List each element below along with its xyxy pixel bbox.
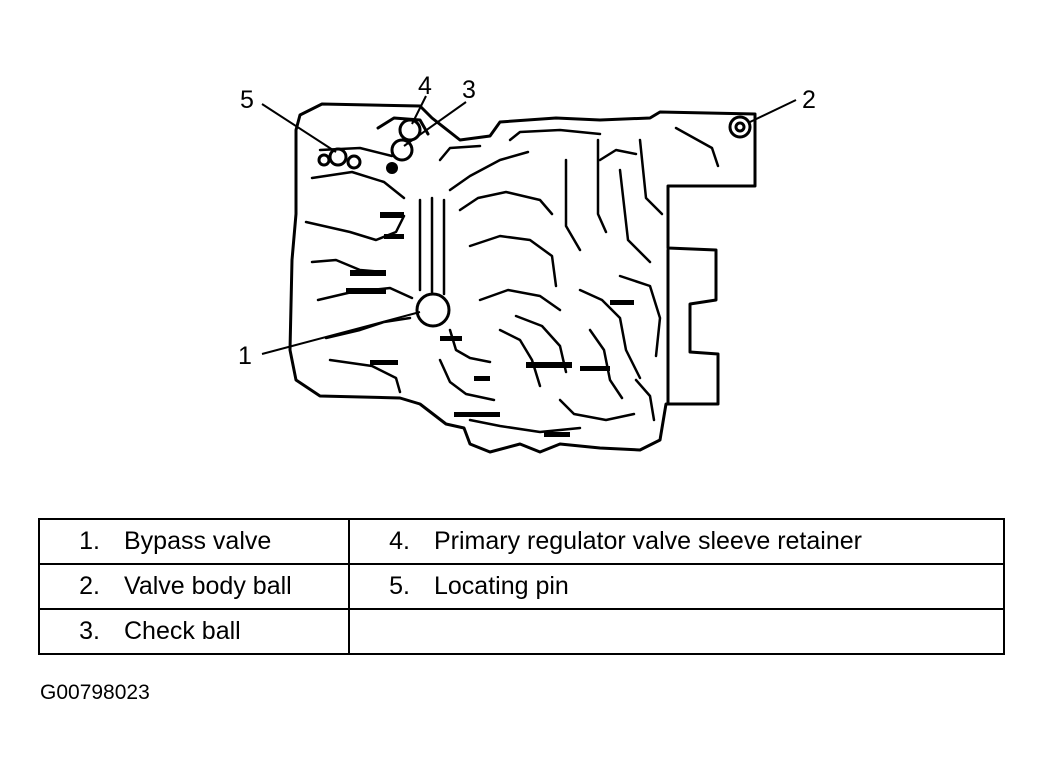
leader-line-4: [411, 95, 427, 125]
primary-regulator-valve-sleeve-retainer: [376, 116, 430, 136]
legend-row: 3. Check ball: [38, 608, 1005, 655]
legend-cell: 2. Valve body ball: [38, 563, 350, 610]
callout-1: 1: [238, 342, 252, 370]
legend-cell: 3. Check ball: [38, 608, 350, 655]
legend-number: 2.: [79, 572, 100, 600]
legend-text: Valve body ball: [124, 572, 292, 600]
legend-text: Locating pin: [434, 572, 569, 600]
figure-id: G00798023: [40, 681, 150, 704]
callout-4: 4: [418, 72, 432, 100]
leader-line-5: [261, 103, 337, 153]
callout-2: 2: [802, 86, 816, 114]
callout-5: 5: [240, 86, 254, 114]
legend-number: 1.: [79, 527, 100, 555]
legend-table: 1. Bypass valve 4. Primary regulator valve…: [38, 518, 1005, 655]
legend-cell: 4. Primary regulator valve sleeve retaine…: [348, 518, 1005, 565]
legend-number: 4.: [389, 527, 410, 555]
legend-row: 2. Valve body ball 5. Locating pin: [38, 563, 1005, 610]
callout-3: 3: [462, 76, 476, 104]
callout-labels: 1 2 3 4 5: [238, 72, 816, 370]
valve-body-diagram: 1 2 3 4 5: [238, 72, 816, 454]
locating-pin: [317, 147, 362, 170]
legend-cell: 1. Bypass valve: [38, 518, 350, 565]
valve-body-ball: [728, 115, 752, 139]
bypass-valve: [415, 292, 451, 328]
valve-body-outline: [288, 102, 757, 454]
legend-number: 3.: [79, 617, 100, 645]
legend-row: 1. Bypass valve 4. Primary regulator valve…: [38, 518, 1005, 565]
legend-cell: 5. Locating pin: [348, 563, 1005, 610]
leader-lines: [261, 95, 797, 355]
legend-text: Bypass valve: [124, 527, 272, 555]
legend-cell-empty: [348, 608, 1005, 655]
leader-line-2: [749, 99, 797, 123]
channel-slots: [346, 212, 634, 437]
leader-line-1: [261, 311, 421, 355]
legend-number: 5.: [389, 572, 410, 600]
leader-line-3: [403, 101, 467, 147]
legend-text: Primary regulator valve sleeve retainer: [434, 527, 862, 555]
legend-text: Check ball: [124, 617, 241, 645]
fluid-channels: [304, 126, 720, 434]
check-ball: [386, 118, 422, 174]
